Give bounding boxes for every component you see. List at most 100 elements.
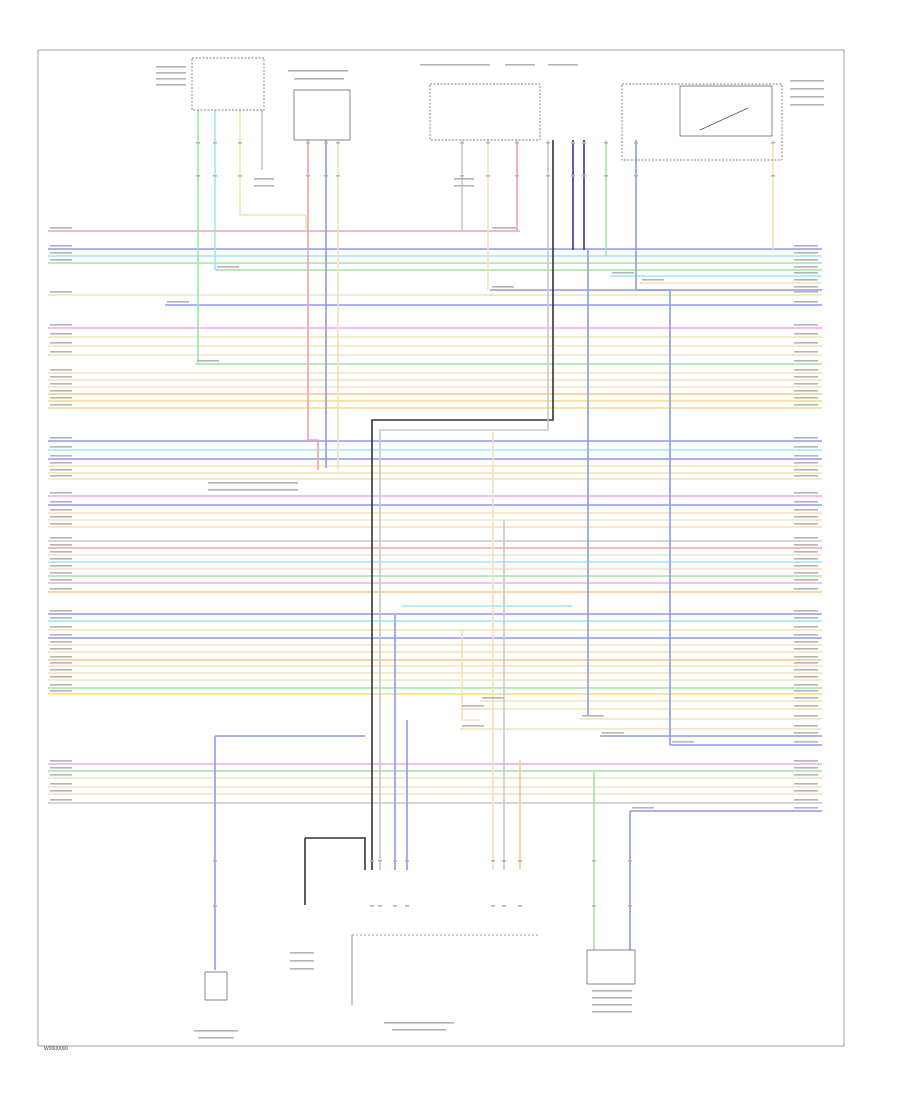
wire-label-left (50, 634, 72, 636)
wire-label-left (50, 259, 72, 261)
wire-label-left (50, 437, 72, 439)
wire-label-right (794, 404, 818, 406)
wire-label-left (50, 351, 72, 353)
module-top-left (191, 57, 265, 111)
wire-label-right (794, 558, 818, 560)
connector-pin (486, 142, 490, 144)
wire-label-left (50, 676, 72, 678)
connector-pin (634, 142, 638, 144)
wire-label-left (50, 767, 72, 769)
component-label (592, 997, 632, 999)
wire-label-left (50, 509, 72, 511)
wire-label-left (50, 588, 72, 590)
wire-label-left (50, 626, 72, 628)
wire-label-left (482, 697, 504, 699)
routed-wire (461, 630, 480, 721)
wire-label-right (794, 342, 818, 344)
wire-label-right (794, 397, 818, 399)
wire-label-right (794, 462, 818, 464)
relay-box (679, 85, 773, 137)
wire-label-left (50, 774, 72, 776)
connector-pin (336, 142, 340, 144)
connector-pin (213, 142, 217, 144)
module-label (156, 66, 186, 68)
wire-label-right (794, 509, 818, 511)
wire-label-right (794, 259, 818, 261)
connector-pin (582, 175, 586, 177)
wire-label-left (50, 551, 72, 553)
wire-label-right (794, 572, 818, 574)
connector-pin (324, 142, 328, 144)
module-bottom-label (384, 1022, 454, 1024)
wire-label-left (50, 333, 72, 335)
wire-label-right (794, 272, 818, 274)
wire-label-left (50, 252, 72, 254)
wire-label-right (794, 537, 818, 539)
connector-pin (546, 175, 550, 177)
connector-pin (604, 142, 608, 144)
connector-pin (518, 905, 522, 907)
connector-pin (378, 860, 382, 862)
wire-label-right (794, 516, 818, 518)
wire-label-left (50, 799, 72, 801)
wire-label-left (50, 516, 72, 518)
wire-label-left (50, 404, 72, 406)
wire-label-right (794, 544, 818, 546)
wire-label-left (50, 469, 72, 471)
sensor-bottom-label (198, 1037, 234, 1039)
wire-label-left (50, 790, 72, 792)
wire-label-left (50, 342, 72, 344)
connector-pin (393, 905, 397, 907)
wire-label-left (50, 641, 72, 643)
wire-label-left (50, 662, 72, 664)
wire-label-right (794, 790, 818, 792)
sensor-bottom-left (204, 971, 228, 1001)
connector-pin (518, 860, 522, 862)
wire-label-right (794, 437, 818, 439)
connector-pin (213, 860, 217, 862)
connector-pin (571, 175, 575, 177)
wire-label-right (794, 565, 818, 567)
connector-pin (515, 142, 519, 144)
wire-label-left (50, 690, 72, 692)
ground-label (454, 178, 474, 180)
wire-label-right (794, 732, 818, 734)
wire-label-left (50, 656, 72, 658)
wire-label-right (794, 266, 818, 268)
module-label (156, 78, 186, 80)
sensor-label (288, 70, 348, 72)
connector-pin (592, 860, 596, 862)
connector-pin (592, 905, 596, 907)
connector-pin (405, 905, 409, 907)
relay-label (548, 64, 578, 66)
wire-label-left (50, 324, 72, 326)
routed-wire (379, 140, 549, 870)
wire-label-right (794, 455, 818, 457)
wire-label-right (794, 774, 818, 776)
wire-label-right (794, 741, 818, 743)
wire-label-right (794, 715, 818, 717)
wire-label-left (50, 227, 72, 229)
wire-label-left (632, 807, 654, 809)
component-label (592, 1004, 632, 1006)
wire-label-right (794, 588, 818, 590)
component-label (592, 990, 632, 992)
wire-label-right (794, 286, 818, 288)
wire-label-left (642, 279, 664, 281)
wire-label-left (50, 475, 72, 477)
connector-pin (324, 175, 328, 177)
wire-label-right (794, 705, 818, 707)
wire-label-right (794, 662, 818, 664)
module-label (790, 96, 824, 98)
connector-pin (393, 860, 397, 862)
relay-switch-contact (699, 107, 749, 131)
module-bottom-label (392, 1029, 446, 1031)
connector-pin (213, 905, 217, 907)
wire-label-right (794, 324, 818, 326)
module-label (790, 88, 824, 90)
wire-label-left (167, 301, 189, 303)
wire-label-right (794, 291, 818, 293)
wire-label-right (794, 579, 818, 581)
ground-label (454, 185, 474, 187)
